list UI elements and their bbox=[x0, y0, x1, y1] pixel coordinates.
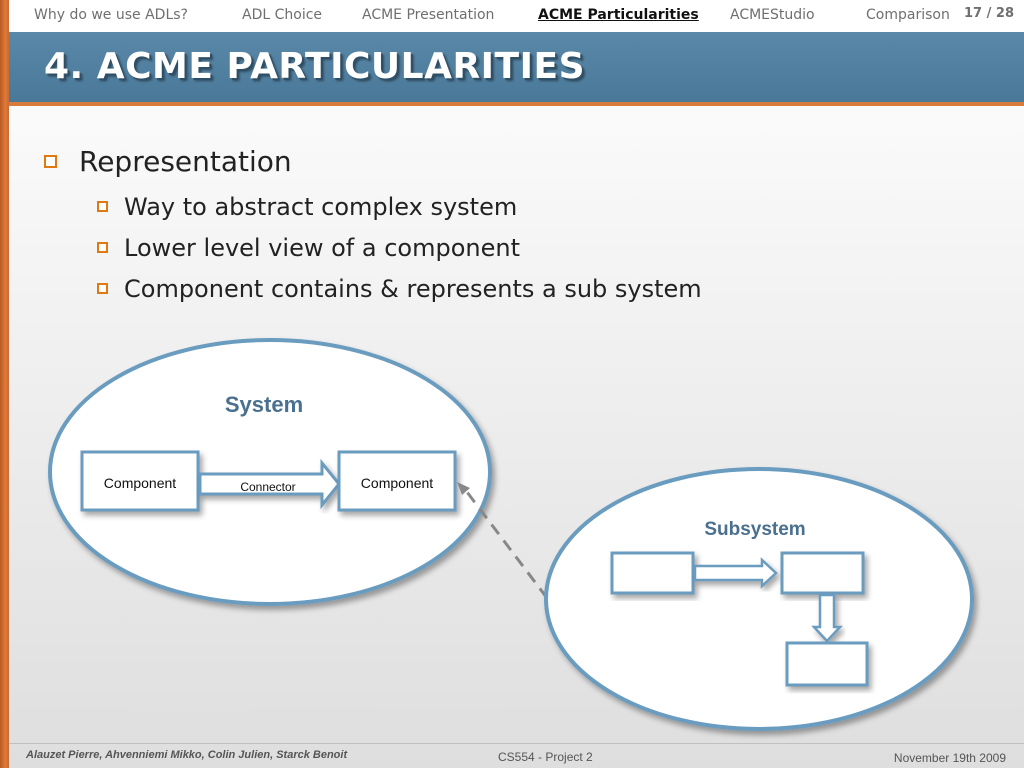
footer-course: CS554 - Project 2 bbox=[498, 750, 593, 764]
footer-authors: Alauzet Pierre, Ahvenniemi Mikko, Colin … bbox=[26, 749, 348, 761]
bullet-box-icon bbox=[97, 242, 108, 253]
dashed-link-arrowhead-icon bbox=[457, 482, 470, 495]
left-accent-bar bbox=[0, 0, 9, 768]
subsystem-horizontal-arrow bbox=[693, 557, 778, 589]
nav-item-adl-choice[interactable]: ADL Choice bbox=[242, 7, 323, 23]
subsystem-vertical-arrow bbox=[811, 593, 843, 643]
component-box-left[interactable] bbox=[80, 450, 200, 512]
nav-item-acmestudio[interactable]: ACMEStudio bbox=[730, 7, 815, 23]
bullet-box-icon bbox=[97, 201, 108, 212]
connector-arrow[interactable] bbox=[198, 458, 341, 510]
subsystem-box-bottom[interactable] bbox=[785, 641, 869, 687]
title-band bbox=[9, 32, 1024, 102]
sub-bullet-text: Way to abstract complex system bbox=[124, 193, 518, 221]
component-right-label: Component bbox=[361, 475, 433, 491]
system-label: System bbox=[225, 392, 303, 417]
nav-item-why-adls[interactable]: Why do we use ADLs? bbox=[34, 7, 188, 23]
nav-item-comparison[interactable]: Comparison bbox=[866, 7, 950, 23]
slide-title: 4. ACME PARTICULARITIES bbox=[44, 46, 586, 87]
sub-bullet: Way to abstract complex system bbox=[97, 193, 517, 221]
dashed-link bbox=[465, 491, 549, 599]
connector-label: Connector bbox=[240, 480, 295, 494]
subsystem-box-right[interactable] bbox=[780, 551, 865, 595]
section-nav: Why do we use ADLs? ADL Choice ACME Pres… bbox=[9, 0, 1024, 32]
title-underline bbox=[9, 102, 1024, 106]
sub-bullet-text: Component contains & represents a sub sy… bbox=[124, 275, 702, 303]
nav-item-acme-presentation[interactable]: ACME Presentation bbox=[362, 7, 495, 23]
footer-divider bbox=[9, 743, 1024, 744]
bullet-main-text: Representation bbox=[79, 145, 292, 178]
component-left-label: Component bbox=[104, 475, 176, 491]
subsystem-ellipse bbox=[544, 467, 974, 731]
sub-bullet-text: Lower level view of a component bbox=[124, 234, 520, 262]
bullet-box-icon bbox=[97, 283, 108, 294]
bullet-box-icon bbox=[44, 154, 57, 168]
footer-date: November 19th 2009 bbox=[893, 751, 1006, 765]
subsystem-label: Subsystem bbox=[704, 519, 805, 540]
sub-bullet: Lower level view of a component bbox=[97, 234, 520, 262]
nav-item-acme-particularities[interactable]: ACME Particularities bbox=[538, 7, 699, 23]
page-number: 17 / 28 bbox=[964, 6, 1014, 21]
sub-bullet: Component contains & represents a sub sy… bbox=[97, 275, 702, 303]
subsystem-box-left[interactable] bbox=[610, 551, 695, 595]
bullet-main: Representation bbox=[44, 145, 292, 178]
system-ellipse bbox=[48, 338, 492, 606]
component-box-right[interactable] bbox=[337, 450, 457, 512]
